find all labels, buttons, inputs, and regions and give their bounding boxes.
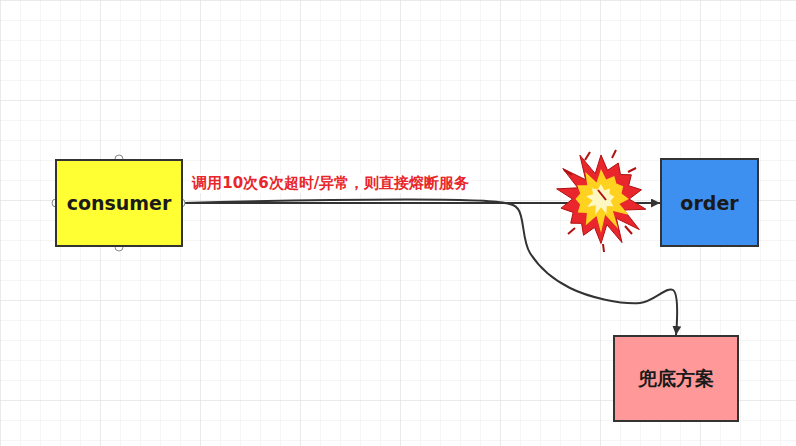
explosion-mark bbox=[568, 228, 575, 234]
consumer-box: consumer bbox=[55, 159, 184, 247]
explosion-mark bbox=[585, 152, 590, 160]
node-label: consumer bbox=[67, 192, 172, 214]
explosion-core bbox=[586, 184, 614, 214]
explosion-mark bbox=[598, 190, 606, 200]
explosion-mark bbox=[603, 244, 604, 252]
explosion-mark bbox=[612, 150, 616, 158]
explosion-inner bbox=[575, 169, 628, 233]
explosion-mark bbox=[564, 170, 572, 175]
explosion-symbol bbox=[557, 150, 646, 252]
service-box: order bbox=[660, 158, 759, 247]
fallback-box: 兜底方案 bbox=[613, 335, 739, 422]
selection-handles bbox=[52, 155, 185, 251]
edge-label: 调用10次6次超时/异常，则直接熔断服务 bbox=[190, 174, 471, 193]
explosion-outer bbox=[557, 155, 646, 244]
explosion-mark bbox=[625, 226, 632, 234]
explosion-mark bbox=[628, 168, 636, 172]
node-label: order bbox=[680, 192, 738, 214]
node-label: 兜底方案 bbox=[638, 366, 714, 392]
